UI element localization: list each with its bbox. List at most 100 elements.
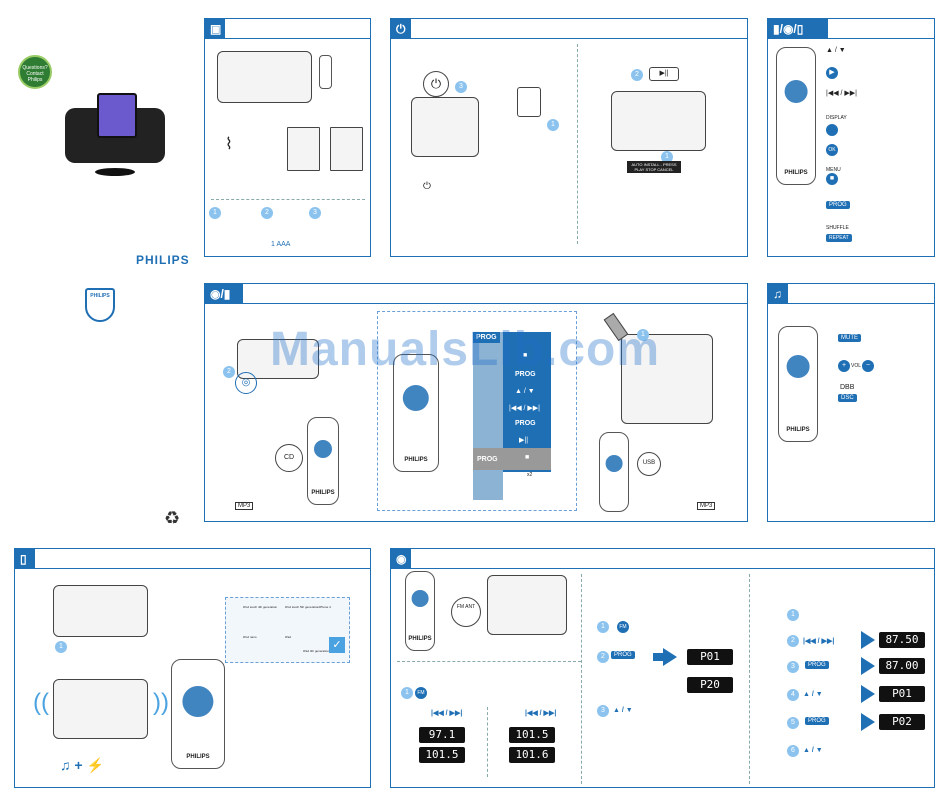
prog-cancel-row [473, 448, 551, 470]
mp3-label: MP3 [697, 502, 716, 510]
sound-waves-icon: (( [33, 689, 49, 716]
step-marker: 1 [401, 687, 413, 699]
usb-button-callout: USB [637, 452, 661, 476]
ok-icon [826, 124, 838, 136]
questions-badge[interactable]: Questions? Contact Philips [18, 55, 52, 89]
philips-shield-icon: PHILIPS [85, 288, 115, 322]
remote-illustration [319, 55, 332, 89]
repeat-button: REPEAT [826, 234, 852, 242]
step-marker: 1 [787, 609, 799, 621]
unit-dock-illustration [53, 585, 148, 637]
device-name: iPod touch 4th generation [243, 605, 278, 609]
panel-disc-usb: ◉/▮ 2 ◎ PHILIPS CD MP3 PHILIPS PROG ■ PR… [204, 283, 748, 522]
auto-install-display: AUTO INSTALL - PRESS PLAY STOP CANCEL [627, 161, 681, 173]
play-icon: ▶ [826, 67, 838, 79]
manual-illustration [330, 127, 363, 171]
panel-radio: ◉ PHILIPS FM ANT 1 FM |◀◀ / ▶▶| 97.1 101… [390, 548, 935, 788]
step-marker: 2 [261, 207, 273, 219]
play-pause-button-icon: ▶|| [649, 67, 679, 81]
step-marker: 1 [597, 621, 609, 633]
step-marker: 3 [455, 81, 467, 93]
step-marker: 1 [547, 119, 559, 131]
step-marker: 3 [787, 661, 799, 673]
program-box [377, 311, 577, 511]
usb-disc-dock-icon: ▮/◉/▯ [768, 19, 828, 39]
freq-display: 97.1 [419, 727, 465, 743]
prog-step: ▲ / ▼ [515, 388, 535, 395]
antenna-icon: ⌇ [225, 136, 233, 153]
remote-illustration: PHILIPS [307, 417, 339, 505]
prog-step: ■ [523, 352, 528, 359]
remote-brand: PHILIPS [786, 427, 810, 433]
remote-brand: PHILIPS [404, 457, 428, 463]
panel-sound: ♫ PHILIPS MUTE + VOL − DBB DSC [767, 283, 935, 522]
step-marker: 5 [787, 717, 799, 729]
watermark: ManualsLib.com [270, 323, 661, 376]
step-marker: 1 [55, 641, 67, 653]
arrow-right-icon [861, 685, 875, 703]
unit-front-illustration [611, 91, 706, 151]
nav-label: ▲ / ▼ [803, 691, 823, 698]
nav-label: ▲ / ▼ [826, 47, 846, 54]
dbb-label: DBB [840, 384, 855, 391]
disc-icon: ◎ [235, 372, 257, 394]
badge-line: Philips [27, 77, 43, 83]
product-photo [55, 88, 170, 188]
battery-label: 1 AAA [271, 241, 291, 248]
prog-step: |◀◀ / ▶▶| [509, 405, 541, 412]
shuffle-label: SHUFFLE [826, 225, 849, 231]
preset-display: 87.00 [879, 658, 925, 674]
prog-button: PROG [826, 201, 850, 209]
music-charge-icons: ♫ + ⚡ [60, 757, 104, 773]
ipod-dock-icon: ▯ [15, 549, 35, 569]
unit-illustration [217, 51, 312, 103]
prog-step: ▶|| [519, 437, 529, 444]
preset-display: P01 [687, 649, 733, 665]
badge-line: Contact [26, 71, 44, 77]
stop-icon: ■ [826, 173, 838, 185]
arrow-right-icon [663, 648, 677, 666]
brand-logo: PHILIPS [136, 253, 190, 267]
radio-icon: ◉ [391, 549, 411, 569]
remote-brand: PHILIPS [186, 754, 210, 760]
prog-step: PROG [515, 371, 536, 378]
panel-power: ⏻ ⏻ 3 1 ⏻ ▶|| 2 1 AUTO INSTALL - PRESS P… [390, 18, 748, 257]
adapter-illustration [517, 87, 541, 117]
device-name: iPad 4th generation [303, 649, 330, 653]
remote-illustration: PHILIPS [171, 659, 225, 769]
music-note-icon: ♫ [768, 284, 788, 304]
preset-display: 87.50 [879, 632, 925, 648]
x2-label: x2 [527, 472, 533, 478]
mute-button: MUTE [838, 334, 861, 342]
prog-button: PROG [805, 661, 829, 669]
remote-illustration [599, 432, 629, 512]
freq-display: 101.5 [419, 747, 465, 763]
remote-illustration: PHILIPS [393, 354, 439, 472]
remote-illustration: PHILIPS [778, 326, 818, 442]
recycle-icon: ♻ [164, 508, 181, 528]
device-name: iPod nano [243, 635, 257, 639]
disc-usb-icon: ◉/▮ [205, 284, 243, 304]
nav-label: ▲ / ▼ [613, 707, 633, 714]
prog-tab-label: PROG [473, 332, 500, 343]
ok-button: OK [826, 144, 838, 156]
skip-label: |◀◀ / ▶▶| [525, 710, 557, 717]
preset-display: P20 [687, 677, 733, 693]
prog-cancel-label: PROG [477, 456, 498, 463]
fm-antenna-callout: FM ANT [451, 597, 481, 627]
skip-label: |◀◀ / ▶▶| [431, 710, 463, 717]
arrow-right-icon [861, 631, 875, 649]
step-marker: 3 [309, 207, 321, 219]
step-marker: 3 [597, 705, 609, 717]
stop-label: ■ [525, 454, 530, 461]
menu-label: MENU [826, 167, 841, 173]
remote-illustration: PHILIPS [776, 47, 816, 185]
display-label: DISPLAY [826, 115, 847, 121]
fm-button: FM [617, 621, 629, 633]
freq-display: 101.5 [509, 727, 555, 743]
step-marker: 2 [787, 635, 799, 647]
step-marker: 6 [787, 745, 799, 757]
remote-brand: PHILIPS [408, 636, 432, 642]
step-marker: 1 [661, 151, 673, 163]
remote-brand: PHILIPS [311, 490, 335, 496]
